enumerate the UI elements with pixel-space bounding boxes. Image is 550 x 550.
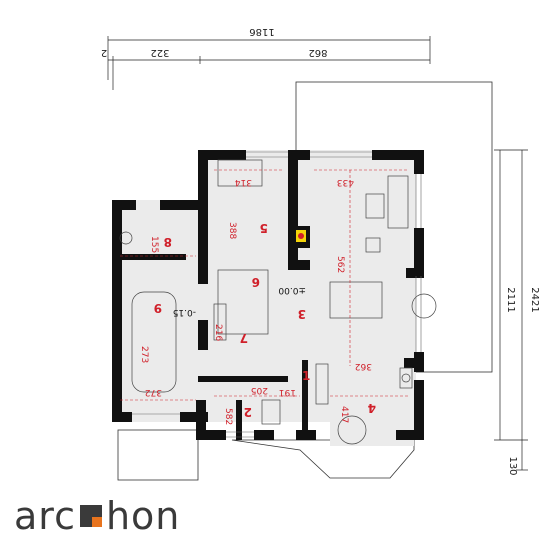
dim-273: 273 <box>139 346 149 363</box>
dim-433: 433 <box>337 177 354 187</box>
dim-362: 362 <box>355 361 372 371</box>
brand-logo-prefix: arc <box>14 494 76 538</box>
floor-area <box>116 150 416 446</box>
room-7-number: 7 <box>240 331 248 345</box>
dim-372: 372 <box>145 387 162 397</box>
furniture <box>119 159 437 445</box>
walls <box>112 150 424 440</box>
logo-square-icon <box>79 505 102 527</box>
dim-height-bottom: 130 <box>507 456 518 475</box>
level-ground: ±0.00 <box>278 285 306 295</box>
dim-left-part: 322 <box>150 47 169 58</box>
dim-height-main: 2111 <box>505 287 516 312</box>
room-1-area: 191 <box>279 387 296 397</box>
room-2-area: 582 <box>223 408 233 425</box>
room-6-number: 6 <box>252 275 260 289</box>
room-7-area: 216 <box>213 324 223 341</box>
room-8-number: 8 <box>164 235 172 249</box>
right-dimension <box>494 149 528 471</box>
room-3-number: 3 <box>298 307 306 321</box>
room-5-area: 388 <box>227 222 237 239</box>
room-2-number: 2 <box>244 405 252 419</box>
brand-logo-suffix: hon <box>105 494 181 538</box>
dim-total-width: 1186 <box>249 26 274 37</box>
dim-562: 562 <box>335 256 345 273</box>
windows <box>132 151 422 438</box>
room-4-area: 417 <box>339 406 349 423</box>
room-1-number: 1 <box>302 369 310 383</box>
top-dimension <box>107 36 431 90</box>
dim-left-margin: 2 <box>101 47 107 58</box>
entrance-step <box>117 429 199 481</box>
room-4-number: 4 <box>368 401 376 415</box>
dim-height-total: 2421 <box>529 287 540 312</box>
room-9-number: 9 <box>154 301 162 315</box>
dim-right-part: 862 <box>308 47 327 58</box>
room-8-area: 155 <box>149 236 159 253</box>
room-5-number: 5 <box>260 221 268 235</box>
dim-205: 205 <box>251 385 268 395</box>
dim-314: 314 <box>235 177 252 187</box>
level-garage: -0.15 <box>173 307 196 317</box>
room-guides <box>120 169 410 401</box>
fireplace-fire <box>298 233 304 239</box>
